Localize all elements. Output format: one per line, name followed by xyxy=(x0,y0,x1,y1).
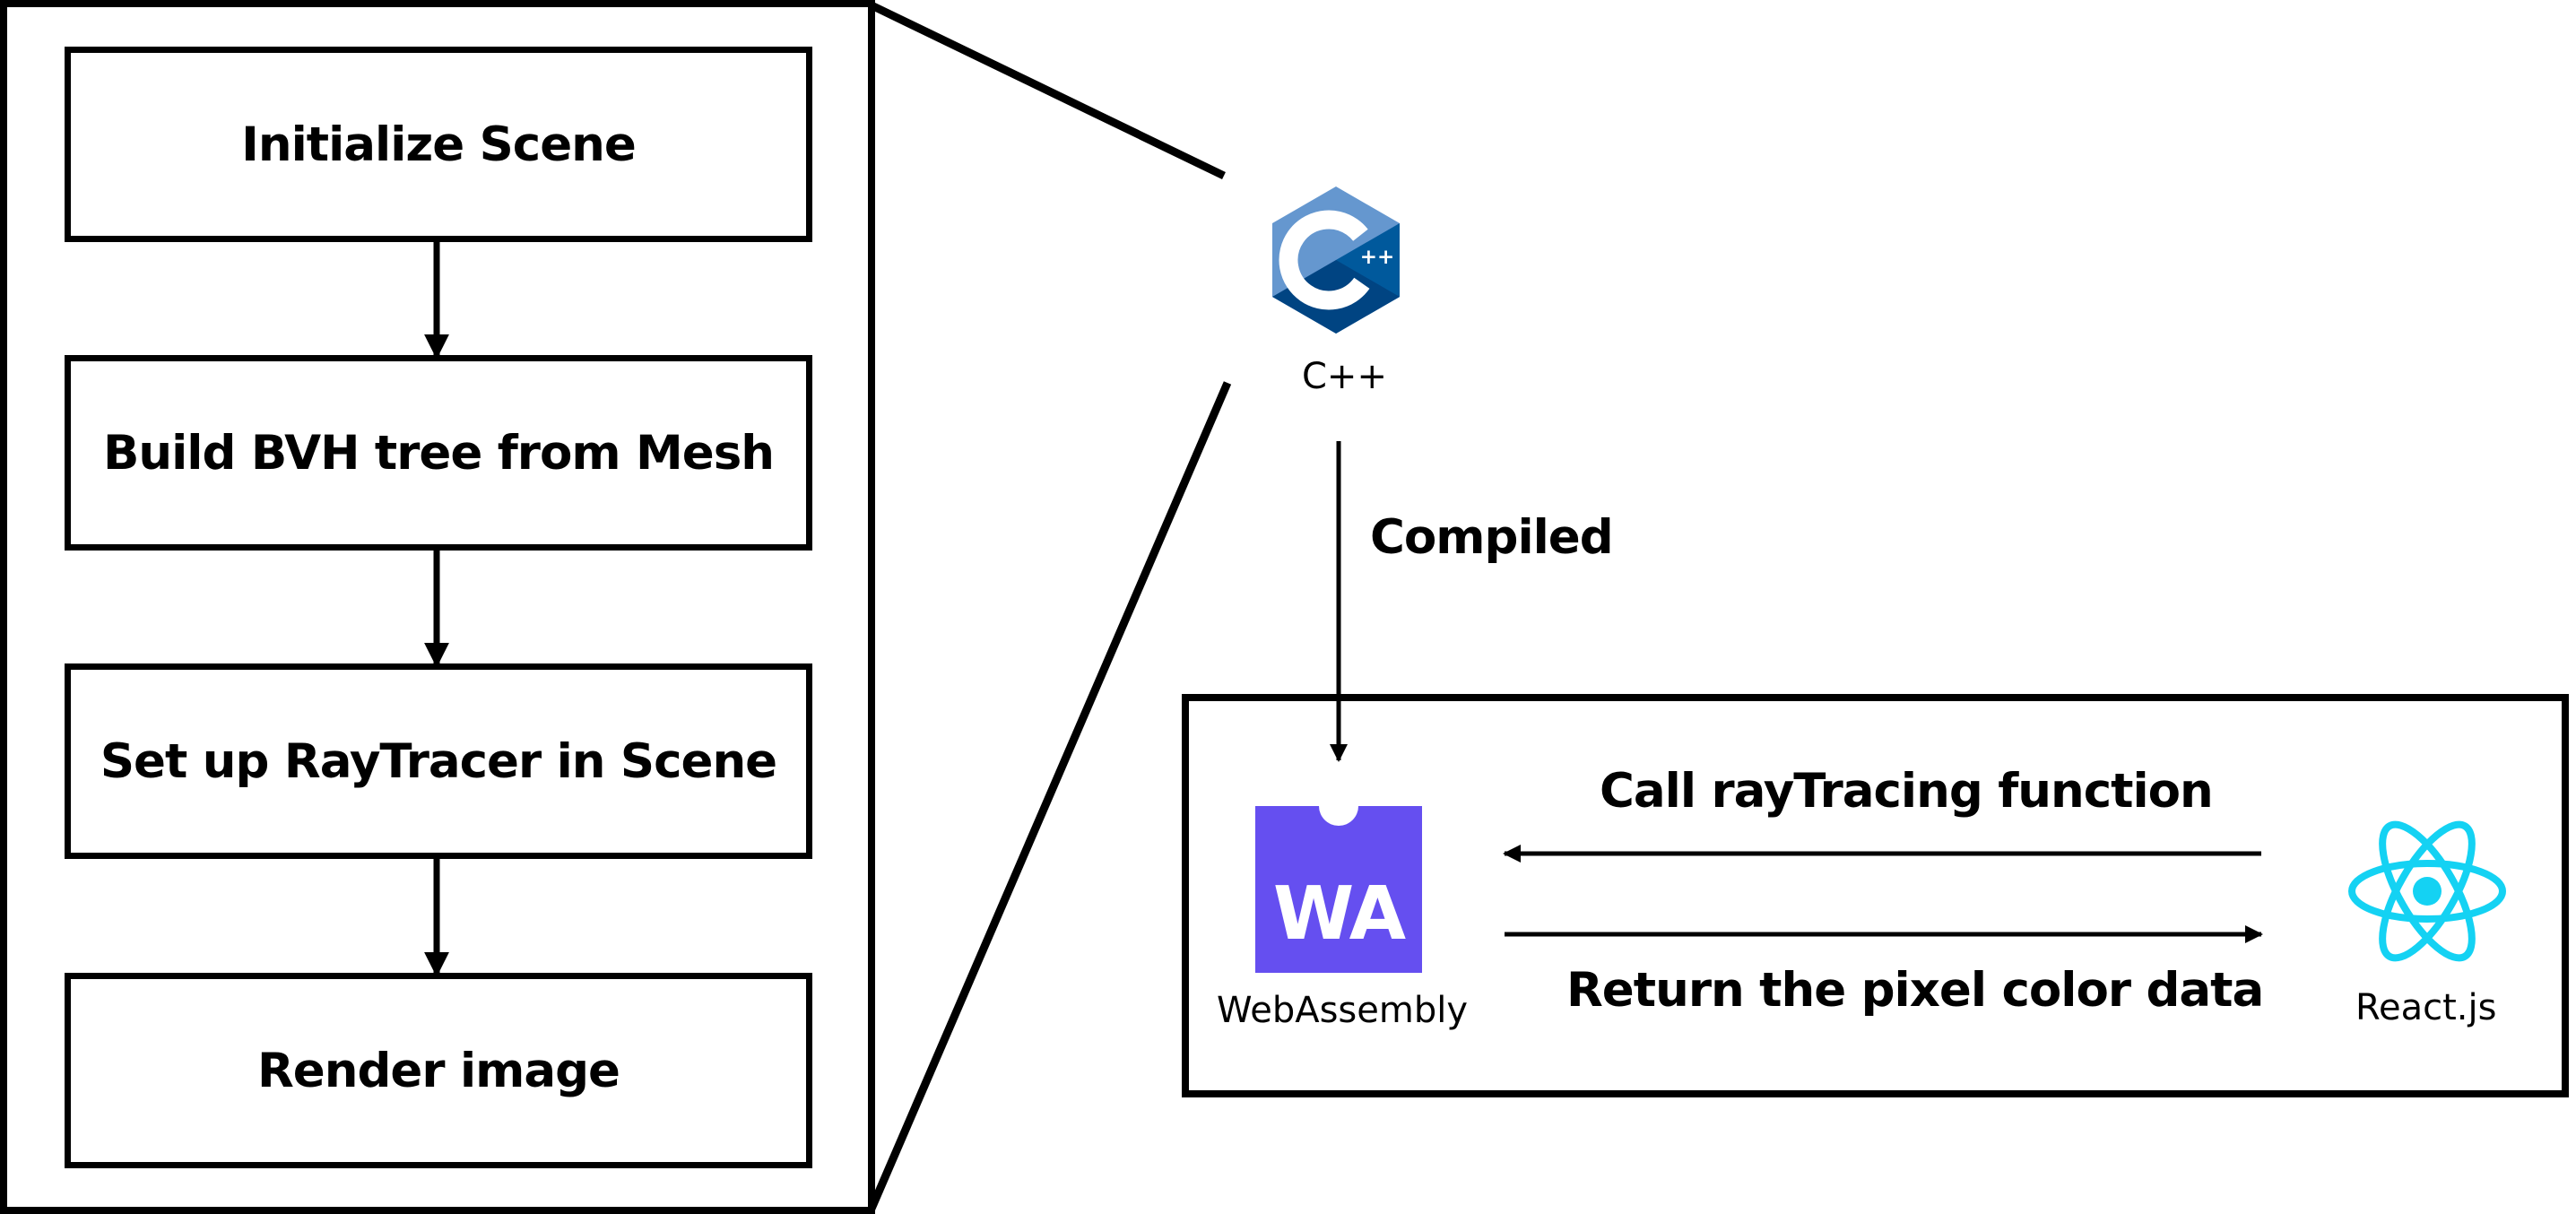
svg-text:++: ++ xyxy=(1360,246,1395,269)
step-label: Build BVH tree from Mesh xyxy=(103,425,775,481)
react-label: React.js xyxy=(2355,987,2497,1028)
webassembly-logo-icon: WA xyxy=(1255,806,1422,973)
step-initialize-scene: Initialize Scene xyxy=(65,47,812,242)
step-label: Initialize Scene xyxy=(241,117,637,172)
step-build-bvh: Build BVH tree from Mesh xyxy=(65,355,812,551)
pipeline-frame xyxy=(0,0,875,1214)
compiled-label: Compiled xyxy=(1370,510,1614,565)
runtime-frame xyxy=(1182,694,2569,1097)
webassembly-logo-text: WA xyxy=(1272,871,1406,957)
return-data-label: Return the pixel color data xyxy=(1566,963,2264,1018)
cpp-logo-icon: ++ xyxy=(1271,186,1401,334)
zoom-line-top xyxy=(870,1,1226,180)
step-label: Set up RayTracer in Scene xyxy=(100,733,777,789)
react-logo-icon xyxy=(2346,819,2508,963)
zoom-line-bottom xyxy=(867,381,1232,1210)
call-function-label: Call rayTracing function xyxy=(1600,764,2214,819)
step-label: Render image xyxy=(256,1043,620,1098)
cpp-label: C++ xyxy=(1302,356,1387,397)
step-render-image: Render image xyxy=(65,973,812,1168)
webassembly-label: WebAssembly xyxy=(1217,990,1468,1031)
webassembly-notch xyxy=(1319,806,1358,826)
step-setup-raytracer: Set up RayTracer in Scene xyxy=(65,663,812,859)
